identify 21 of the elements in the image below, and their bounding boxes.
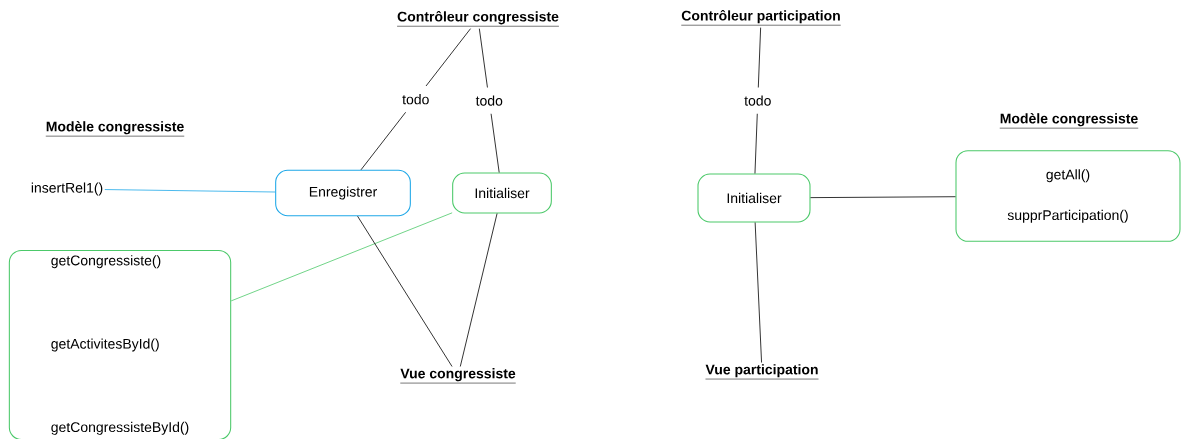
connector-line <box>230 212 453 302</box>
heading-text: Vue congressiste <box>400 368 516 384</box>
connector-line <box>459 213 498 367</box>
heading-text: Contrôleur congressiste <box>396 10 560 27</box>
heading-text: Contrôleur participation <box>681 10 841 26</box>
edge-label: todo <box>736 87 780 114</box>
connector-line <box>810 196 956 199</box>
rounded-box: Enregistrer <box>275 169 411 217</box>
rounded-box: getAll() supprParticipation() <box>955 150 1181 242</box>
connector-line <box>754 222 762 363</box>
method-text: insertRel1() <box>31 182 103 196</box>
heading-text: Modèle congressiste <box>45 121 185 137</box>
connector-line <box>357 215 453 367</box>
edge-label: todo <box>467 87 511 114</box>
edge-label: todo <box>394 86 438 113</box>
rounded-box: getCongressiste() getActivitesById() getCongressisteById() <box>8 249 232 439</box>
heading-text: Vue participation <box>705 364 819 380</box>
connector-line <box>104 189 276 193</box>
rounded-box: Initialiser <box>452 172 552 214</box>
rounded-box: Initialiser <box>697 173 811 223</box>
heading-text: Modèle congressiste <box>999 113 1139 129</box>
